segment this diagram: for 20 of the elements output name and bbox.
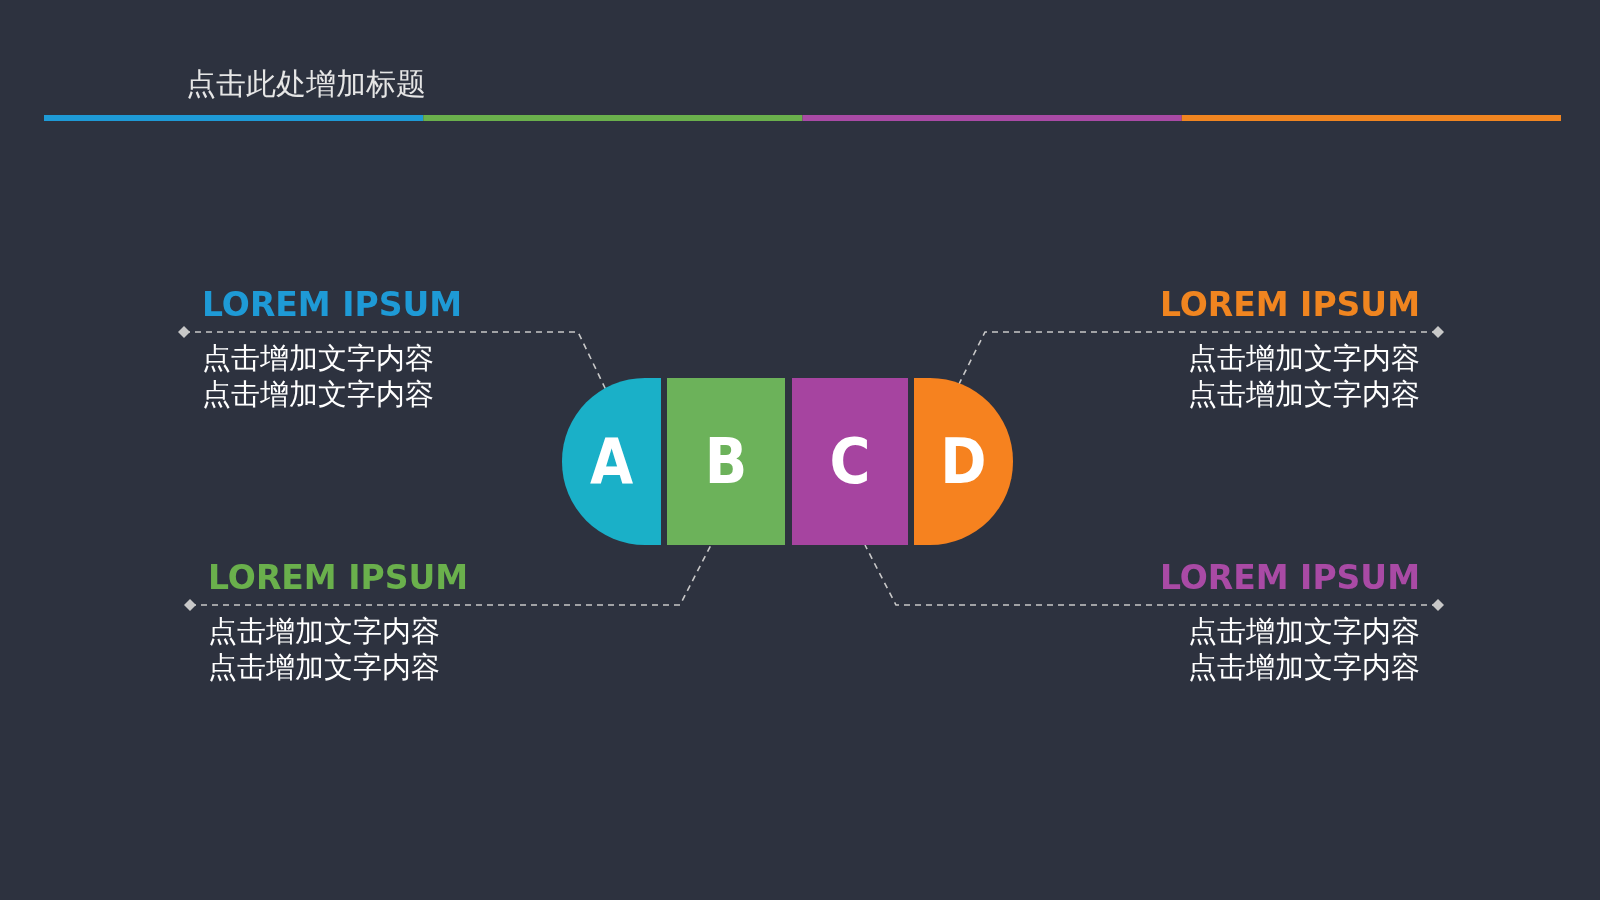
body-text: 点击增加文字内容	[208, 649, 440, 685]
leader-line	[178, 326, 607, 391]
pill-segment: A	[562, 378, 661, 545]
leader-line	[184, 544, 712, 611]
body-text: 点击增加文字内容	[202, 376, 434, 412]
pill-segment: D	[914, 378, 1013, 545]
body-text: 点击增加文字内容	[202, 340, 434, 376]
pill-segment: C	[792, 378, 908, 545]
body-text: 点击增加文字内容	[1188, 613, 1420, 649]
body-text: 点击增加文字内容	[1188, 376, 1420, 412]
body-text: 点击增加文字内容	[1188, 649, 1420, 685]
body-text: 点击增加文字内容	[1188, 340, 1420, 376]
leader-line	[864, 544, 1444, 611]
heading: LOREM IPSUM	[1159, 558, 1420, 598]
heading: LOREM IPSUM	[1159, 285, 1420, 325]
title: 点击此处增加标题	[186, 65, 426, 103]
heading: LOREM IPSUM	[208, 558, 469, 598]
body-text: 点击增加文字内容	[208, 613, 440, 649]
pill-segment: B	[667, 378, 785, 545]
heading: LOREM IPSUM	[202, 285, 463, 325]
